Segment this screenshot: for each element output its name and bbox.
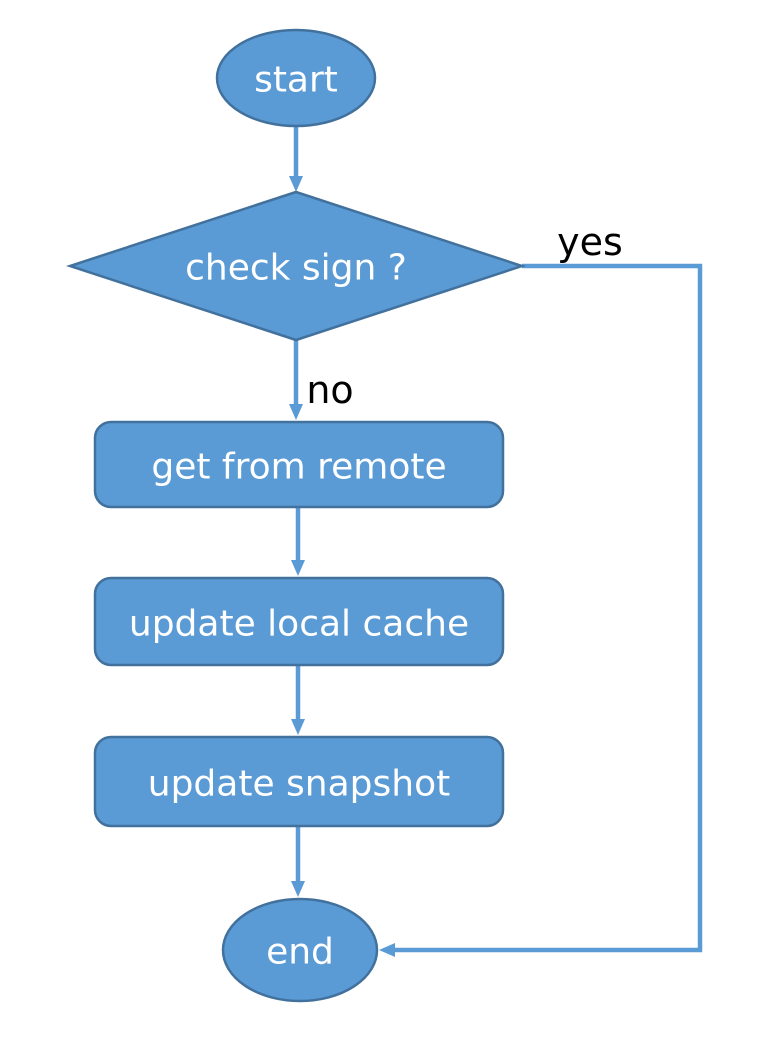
- step3-node: [93, 735, 505, 828]
- start-node-label: start: [254, 60, 338, 101]
- start-node: [215, 28, 377, 128]
- no-branch-label: no: [306, 368, 353, 412]
- step2-node-label: update local cache: [129, 604, 469, 645]
- step3-node-label: update snapshot: [148, 764, 450, 805]
- yes-branch-label: yes: [557, 220, 623, 264]
- step1-node-label: get from remote: [151, 447, 446, 488]
- end-node: [221, 897, 379, 1003]
- end-node-label: end: [266, 932, 334, 973]
- edge-decision-to-end-yes: [379, 263, 703, 957]
- step1-node: [93, 420, 505, 509]
- decision-node: [65, 190, 527, 342]
- decision-node-label: check sign ?: [185, 248, 407, 289]
- step2-node: [93, 576, 505, 667]
